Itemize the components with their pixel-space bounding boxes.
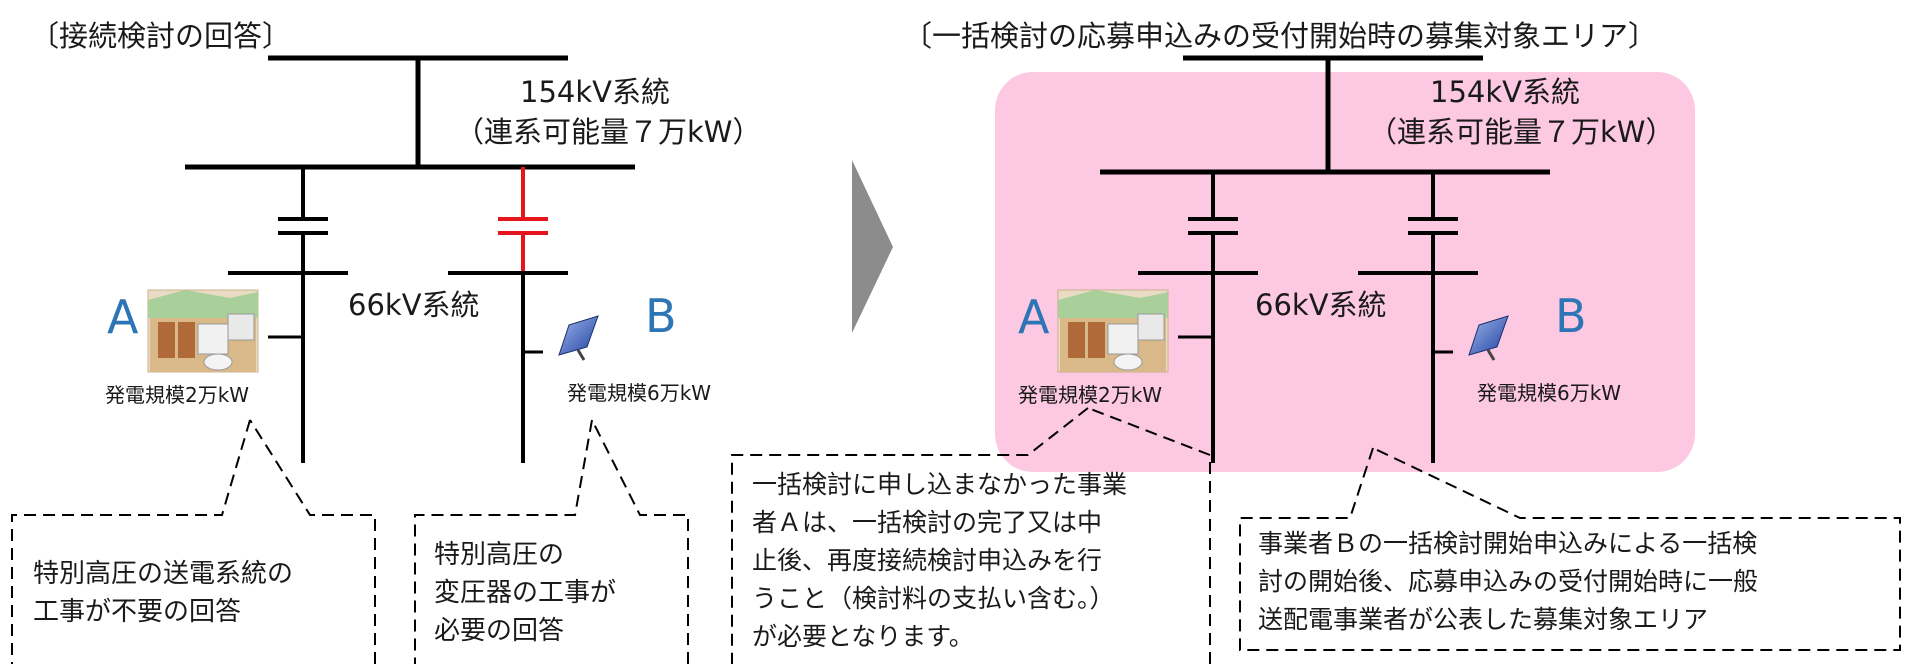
left-callout-a: 特別高圧の送電系統の 工事が不要の回答: [33, 559, 301, 627]
left-transformer-a: [278, 167, 328, 273]
right-callout-a: 一括検討に申し込まなかった事業 者Ａは、一括検討の完了又は中 止後、再度接続検討…: [752, 470, 1135, 651]
left-callout-a-border: [11, 419, 376, 664]
left-title: 〔接続検討の回答〕: [30, 19, 291, 53]
left-gen-a-letter: A: [107, 290, 139, 344]
right-solar-panel-icon: [1468, 315, 1509, 361]
left-gen-b-letter: B: [645, 289, 677, 343]
right-gen-b-scale: 発電規模6万kW: [1477, 381, 1621, 405]
right-callout-a-border: [731, 407, 1211, 664]
right-gen-b-letter: B: [1555, 289, 1587, 343]
right-gen-a-scale: 発電規模2万kW: [1018, 383, 1162, 407]
right-gen-a-letter: A: [1018, 290, 1050, 344]
right-66kv-label: 66kV系統: [1255, 288, 1387, 322]
transition-arrow-icon: [852, 160, 893, 333]
left-callout-b: 特別高圧の 変圧器の工事が 必要の回答: [434, 540, 624, 646]
right-callout-b: 事業者Ｂの一括検討開始申込みによる一括検 討の開始後、応募申込みの受付開始時に一…: [1258, 529, 1766, 634]
left-solar-panel-icon: [558, 315, 599, 361]
right-154kv-label: 154kV系統: [1430, 75, 1580, 109]
left-thermal-plant-icon: [147, 289, 259, 373]
right-transformer-a: [1188, 172, 1238, 273]
left-panel: 〔接続検討の回答〕 154kV系統 （連系可能量７万kW） 66kV系統: [11, 19, 761, 664]
right-panel: 〔一括検討の応募申込みの受付開始時の募集対象エリア〕 154kV系統 （連系可能…: [731, 19, 1901, 664]
left-capacity-label: （連系可能量７万kW）: [455, 115, 761, 149]
left-callout-b-border: [414, 419, 689, 664]
left-gen-b-scale: 発電規模6万kW: [567, 381, 711, 405]
right-transformer-b: [1408, 172, 1458, 273]
right-thermal-plant-icon: [1057, 289, 1169, 373]
right-capacity-label: （連系可能量７万kW）: [1368, 115, 1674, 149]
left-transformer-b-highlight: [498, 167, 548, 273]
left-154kv-label: 154kV系統: [520, 75, 670, 109]
right-title: 〔一括検討の応募申込みの受付開始時の募集対象エリア〕: [903, 19, 1657, 53]
left-66kv-label: 66kV系統: [348, 288, 480, 322]
left-gen-a-scale: 発電規模2万kW: [105, 383, 249, 407]
